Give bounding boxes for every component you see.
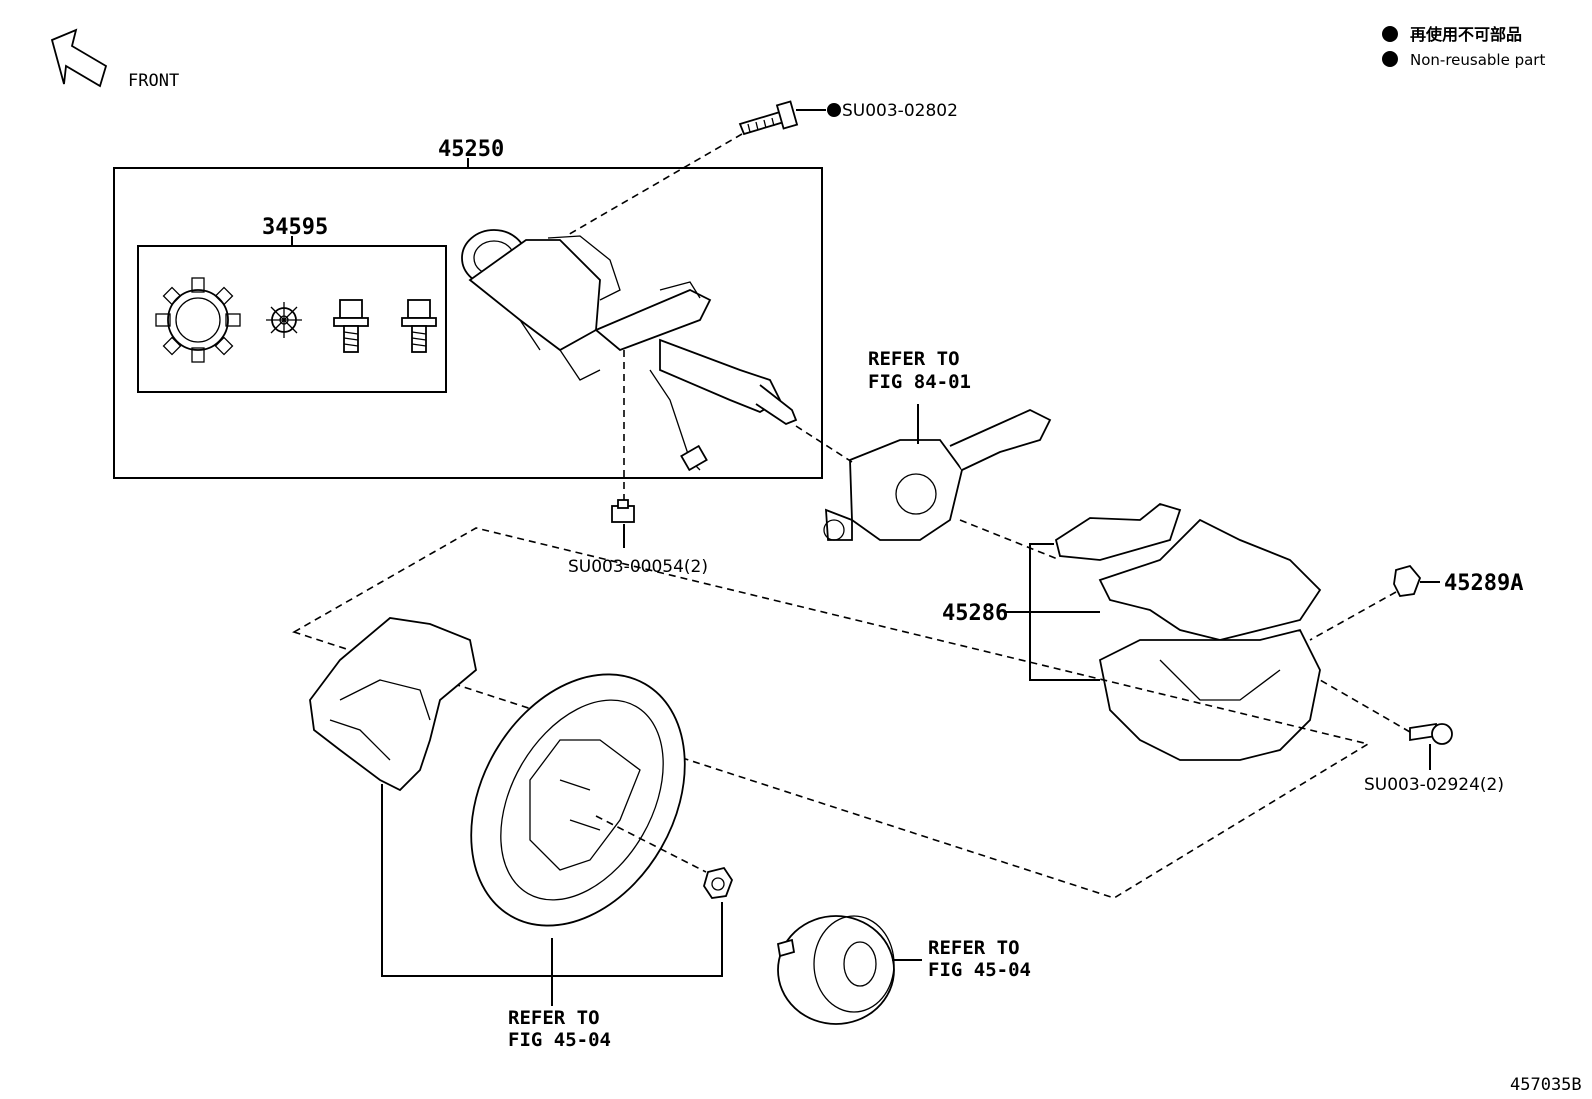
legend-english: Non-reusable part [1410,51,1545,69]
part-number-45250: 45250 [438,137,504,162]
legend: 再使用不可部品 Non-reusable part [1382,25,1545,69]
nut-icon [611,499,635,523]
star-washer-icon [155,277,241,363]
non-reusable-dot-icon [1382,26,1398,42]
wheel-ref-line2: FIG 45-04 [508,1029,611,1051]
wheel-ref-line1: REFER TO [508,1007,600,1029]
steering-wheel [470,673,686,927]
wheel-nut-icon [703,866,734,899]
part-number-45286: 45286 [942,601,1008,626]
top-bolt-icon [738,100,799,136]
pad-ref-line1: REFER TO [928,937,1020,959]
bolt-icon [401,299,437,353]
legend-japanese: 再使用不可部品 [1410,25,1522,44]
column-cover [1054,503,1322,761]
non-reusable-dot-icon [827,103,841,117]
horn-pad [776,915,895,1025]
figure-id: 457035B [1510,1075,1582,1095]
front-arrow-icon [50,28,108,88]
switch-ref-line2: FIG 84-01 [868,371,971,393]
switch-ref-line1: REFER TO [868,348,960,370]
steering-column-assembly [461,229,798,472]
part-number-34595: 34595 [262,215,328,240]
small-gear-icon [266,302,302,338]
part-number-45289a: 45289A [1444,571,1523,596]
clip-icon [1393,564,1422,597]
part-number-su003-02924: SU003-02924(2) [1364,775,1504,795]
pad-ref-line2: FIG 45-04 [928,959,1031,981]
combination-switch [823,409,1052,541]
non-reusable-dot-icon [1382,51,1398,67]
bolt-icon [333,299,369,353]
screw-icon [1409,722,1453,745]
front-label: FRONT [128,71,179,91]
part-number-su003-02802: SU003-02802 [842,101,958,121]
steering-lower-cover [309,617,477,792]
